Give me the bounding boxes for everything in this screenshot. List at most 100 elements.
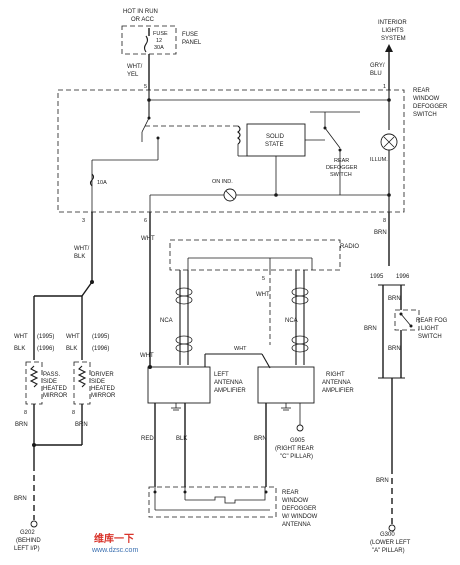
rear-window-antenna-label-3: DEFOGGER [282, 506, 317, 512]
gry-blu-label-1: GRY/ [370, 63, 385, 69]
rear-window-antenna-label-5: ANTENNA [282, 522, 311, 528]
pin-6-label: 6 [144, 218, 147, 224]
wht-label-crossover: WHT [234, 346, 247, 352]
rear-fog-label-1: REAR FOG [416, 318, 448, 324]
year-1996-left-2: (1996) [92, 346, 109, 352]
gry-blu-label-2: BLU [370, 71, 382, 77]
pass-mirror-label-1: PASS. [43, 372, 61, 378]
pin-8-driver-label: 8 [72, 410, 75, 416]
driver-mirror-label-4: MIRROR [91, 393, 116, 399]
interior-label-3: SYSTEM [381, 36, 406, 42]
rwds-label-2: WINDOW [413, 96, 440, 102]
pass-mirror-label-2: SIDE [43, 379, 57, 385]
pin-8-label: 8 [383, 218, 386, 224]
pin-5-radio-label: 5 [262, 276, 265, 282]
wht-blk-label-1: WHT/ [74, 246, 90, 252]
watermark: 维库一下 www.dzsc.com [91, 532, 138, 554]
interior-lights-block: INTERIOR LIGHTS SYSTEM GRY/ BLU [370, 20, 407, 90]
brn-label-1996: BRN [388, 296, 401, 302]
on-ind-label: ON IND. [212, 179, 233, 185]
brn-label-switch-out: BRN [388, 346, 401, 352]
brn-label-1995: BRN [364, 326, 377, 332]
watermark-logo-text: 维库一下 [94, 532, 134, 545]
g905-label-2: (RIGHT REAR [275, 446, 315, 452]
rear-window-defogger-antenna-box [148, 486, 277, 518]
wht-yel-label-1: WHT/ [127, 64, 143, 70]
relay-coil-symbol [237, 125, 241, 145]
pin-1-label: 1 [383, 84, 386, 90]
driver-mirror-label-1: DRIVER [91, 372, 114, 378]
rear-fog-light-switch-box [394, 309, 420, 331]
rear-window-antenna-label-4: W/ WINDOW [282, 514, 318, 520]
arrow-up-icon [385, 44, 393, 52]
nca-label-left: NCA [160, 318, 173, 324]
illum-label: ILLUM. [370, 157, 388, 163]
g202-label-2: (BEHIND [16, 538, 41, 544]
right-amp-label-2: ANTENNA [322, 380, 351, 386]
solid-state-box [246, 123, 306, 157]
fuse-label: FUSE [153, 31, 168, 37]
fuse-10a-symbol [89, 173, 95, 187]
pass-mirror-label-4: MIRROR [43, 393, 68, 399]
g905-label-3: "C" PILLAR) [280, 454, 313, 460]
fuse-panel-block: HOT IN RUN OR ACC FUSE 12 30A FUSE PANEL… [121, 9, 202, 90]
radio-label: RADIO [340, 244, 359, 250]
wht-label-left-amp: WHT [140, 353, 154, 359]
brn-wire-label-amp: BRN [254, 436, 267, 442]
rwds-label-3: DEFOGGER [413, 104, 448, 110]
wht-label-left-1: WHT [14, 334, 28, 340]
solid-state-label-2: STATE [265, 142, 283, 148]
rear-fog-label-3: SWITCH [418, 334, 442, 340]
rear-window-antenna-label-1: REAR [282, 490, 299, 496]
rear-window-defogger-switch: REAR WINDOW DEFOGGER SWITCH 5 1 SOLID ST… [57, 84, 448, 224]
g300-label-2: (LOWER LEFT [370, 540, 411, 546]
pass-mirror-label-3: HEATED [43, 386, 68, 392]
ground-g300-icon [388, 524, 396, 532]
nca-connector-right-upper [291, 287, 309, 297]
driver-mirror-label-3: HEATED [91, 386, 116, 392]
year-1995-right: 1995 [370, 274, 384, 280]
pin-3-label: 3 [82, 218, 85, 224]
brn-label-pass: BRN [15, 422, 28, 428]
hot-in-run-label: HOT IN RUN [123, 9, 158, 15]
interior-label-2: LIGHTS [382, 28, 404, 34]
interior-label-1: INTERIOR [378, 20, 407, 26]
rear-window-antenna-label-2: WINDOW [282, 498, 309, 504]
brn-label-driver: BRN [75, 422, 88, 428]
rwds-label-1: REAR [413, 88, 430, 94]
heated-mirror-circuit: WHT/ BLK WHT BLK (1995) (1996) WHT BLK (… [14, 212, 116, 552]
rear-fog-switch-contact-icon [400, 313, 412, 327]
rear-defogger-switch-label-1: REAR [334, 158, 349, 164]
left-antenna-amplifier-box [147, 366, 211, 404]
rear-defogger-switch-label-3: SWITCH [330, 172, 352, 178]
rear-fog-light-circuit: BRN 1995 1996 BRN BRN REAR FOG LIGHT SWI… [364, 212, 448, 554]
wht-yel-label-2: YEL [127, 72, 139, 78]
blk-wire-label: BLK [176, 436, 187, 442]
year-1995-left-2: (1995) [92, 334, 109, 340]
red-wire-label: RED [141, 436, 154, 442]
solid-state-label-1: SOLID [266, 134, 285, 140]
g202-label-3: LEFT I/P) [14, 546, 40, 552]
pin-8-pass-label: 8 [24, 410, 27, 416]
fuse-panel-label-2: PANEL [182, 40, 202, 46]
wht-label-radio: WHT [256, 292, 270, 298]
brn-label-right-top: BRN [374, 230, 387, 236]
g300-label-3: "A" PILLAR) [372, 548, 405, 554]
rear-defogger-switch-label-2: DEFOGGER [326, 165, 358, 171]
year-1996-left-1: (1996) [37, 346, 54, 352]
nca-connector-left-lower [175, 335, 193, 345]
pin-5-label: 5 [144, 84, 147, 90]
blk-label-left-2: BLK [66, 346, 77, 352]
driver-mirror-label-2: SIDE [91, 379, 105, 385]
wht-label-left-2: WHT [66, 334, 80, 340]
pass-mirror-heater-icon [29, 365, 39, 388]
defogger-grid-icon [185, 487, 266, 504]
g300-label-1: G300 [380, 532, 395, 538]
left-amp-label-3: AMPLIFIER [214, 388, 246, 394]
fuse-number-label: 12 [156, 38, 162, 44]
brn-label-g202: BRN [14, 496, 27, 502]
rear-fog-label-2: LIGHT [421, 326, 439, 332]
ground-g905-icon [296, 424, 304, 432]
fuse-10a-label: 10A [97, 180, 107, 186]
